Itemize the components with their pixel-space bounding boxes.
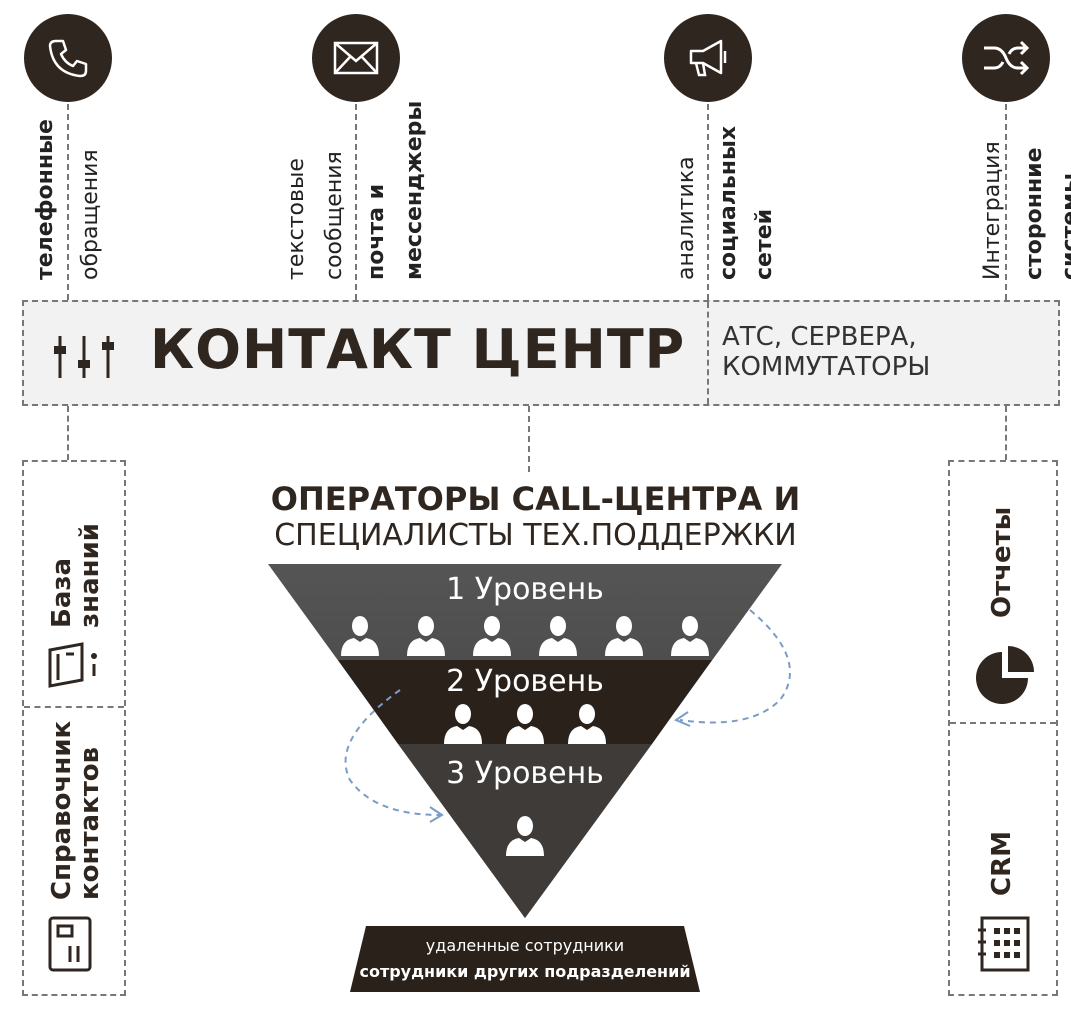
other-departments-label: сотрудники других подразделений <box>359 962 691 981</box>
person-icon <box>506 704 544 744</box>
shuffle-icon <box>984 40 1030 76</box>
social-connector <box>707 104 709 300</box>
mail-bold2: мессенджеры <box>402 100 427 280</box>
right-panel <box>948 460 1058 996</box>
arrow-right-loop <box>679 609 791 724</box>
integration-bold2: системы <box>1058 172 1071 280</box>
arrow-left-head <box>429 806 444 823</box>
left-panel <box>22 460 126 996</box>
social-normal: аналитика <box>674 156 699 280</box>
mail-connector <box>355 104 357 300</box>
integration-bold1: сторонние <box>1022 147 1047 280</box>
level-3-label: 3 Уровень <box>446 756 604 791</box>
person-icon <box>473 616 511 656</box>
remote-staff-label: удаленные сотрудники <box>425 936 625 955</box>
escalation-arrows <box>344 609 791 823</box>
phone-channel-sub: обращения <box>78 149 103 280</box>
mail-bold1: почта и <box>364 183 389 280</box>
person-icon <box>605 616 643 656</box>
person-icon <box>506 816 544 856</box>
pie-chart-icon <box>976 646 1034 704</box>
contact-center-divider <box>707 302 709 404</box>
right-panel-connector <box>1005 406 1007 460</box>
right-panel-divider <box>950 722 1056 724</box>
mail-line1: текстовые <box>284 158 309 280</box>
person-icon <box>341 616 379 656</box>
social-bold1: социальных <box>716 125 741 280</box>
reports-label: Отчеты <box>987 506 1017 618</box>
operators-subtitle: СПЕЦИАЛИСТЫ ТЕХ.ПОДДЕРЖКИ <box>274 518 797 553</box>
contact-center-box <box>22 300 1060 406</box>
contacts-directory-label-2: контактов <box>75 746 105 900</box>
operators-title: ОПЕРАТОРЫ CALL-ЦЕНТРА И <box>270 480 801 518</box>
left-panel-divider <box>24 706 124 708</box>
integration-channel-circle <box>962 14 1050 102</box>
sliders-icon <box>54 336 114 378</box>
crm-label: CRM <box>987 831 1017 896</box>
person-icon <box>568 704 606 744</box>
knowledge-base-label-1: База <box>47 557 77 628</box>
calendar-icon <box>978 916 1030 972</box>
contacts-directory-label-1: Справочник <box>47 720 77 900</box>
person-icon <box>671 616 709 656</box>
social-bold2: сетей <box>752 208 777 280</box>
contact-card-icon <box>48 916 92 972</box>
person-icon <box>407 616 445 656</box>
mail-channel-circle <box>312 14 400 102</box>
person-icon <box>539 616 577 656</box>
phone-connector <box>67 104 69 300</box>
mail-line2: сообщения <box>322 151 347 280</box>
person-icon <box>444 704 482 744</box>
phone-icon <box>48 39 88 78</box>
phone-bold-text: телефонные <box>33 119 58 280</box>
social-channel-circle <box>664 14 752 102</box>
envelope-icon <box>333 41 379 75</box>
center-connector <box>528 406 530 472</box>
integration-normal: Интеграция <box>980 141 1005 280</box>
arrow-left-loop <box>344 689 441 816</box>
integration-connector <box>1005 104 1007 300</box>
level-2-label: 2 Уровень <box>446 664 604 699</box>
bottom-box <box>350 926 700 992</box>
phone-channel-circle <box>24 14 112 102</box>
knowledge-base-label-2: знаний <box>75 522 105 628</box>
phone-channel-label: телефонные <box>33 110 59 280</box>
graduation-cap-icon <box>48 642 97 688</box>
arrow-right-head <box>673 711 691 727</box>
infrastructure-note: АТС, СЕРВЕРА, КОММУТАТОРЫ <box>722 322 931 382</box>
level-1-label: 1 Уровень <box>446 572 604 607</box>
megaphone-icon <box>689 39 727 77</box>
level-2-band <box>338 660 712 744</box>
contact-center-title: КОНТАКТ ЦЕНТР <box>150 318 686 381</box>
left-panel-connector <box>67 406 69 460</box>
